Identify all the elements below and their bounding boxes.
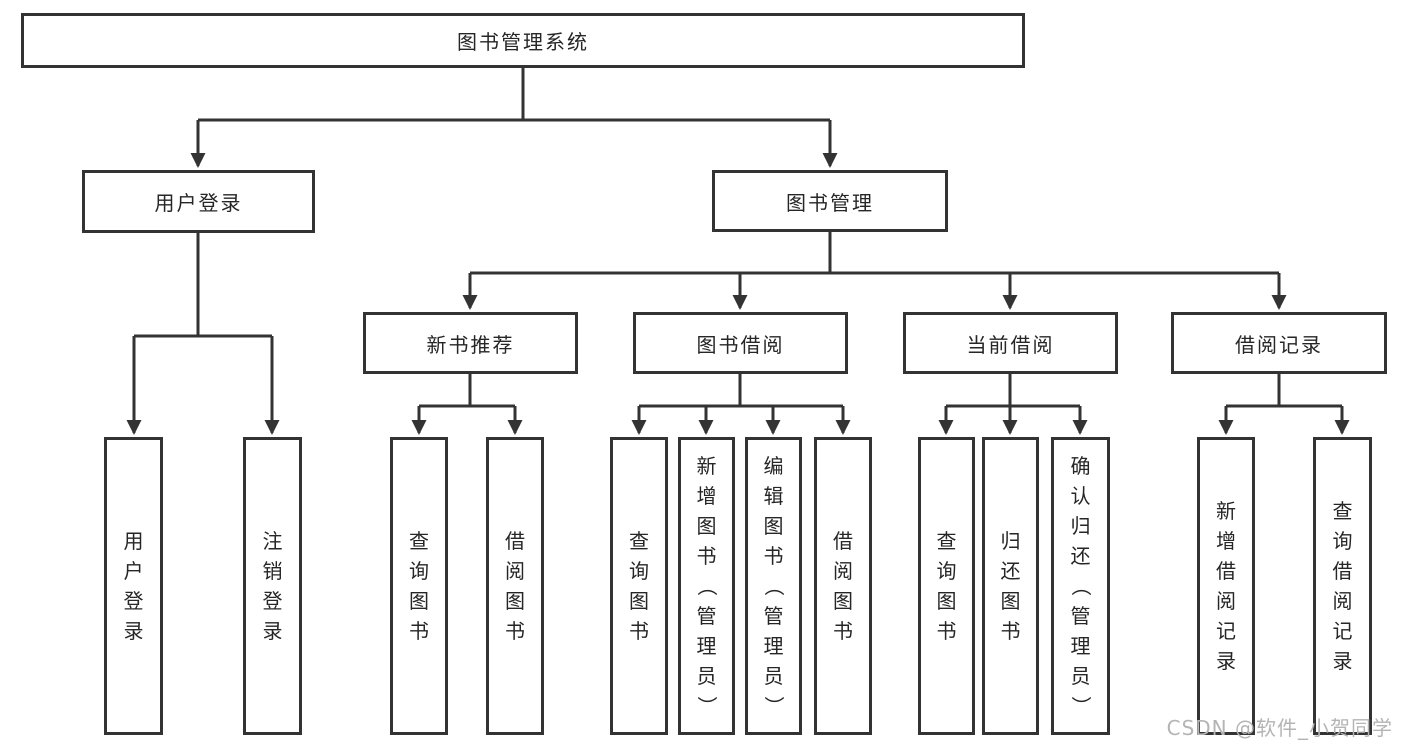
leaf-cb-return-books: 归还图书	[982, 437, 1039, 735]
leaf-user-login-label: 用户登录	[123, 529, 144, 643]
leaf-user-login: 用户登录	[104, 437, 163, 735]
leaf-bb-borrow-books-label: 借阅图书	[833, 529, 853, 643]
node-book-management-label: 图书管理	[786, 190, 874, 215]
node-root-label: 图书管理系统	[457, 30, 589, 54]
leaf-bb-edit-books-admin-label: 编辑图书（管理员）	[761, 454, 786, 716]
leaf-bb-add-books-admin-label: 新增图书（管理员）	[694, 454, 719, 716]
leaf-cb-query-books-label: 查询图书	[936, 529, 957, 643]
node-user-login-group-label: 用户登录	[154, 191, 243, 215]
node-user-login-group: 用户登录	[82, 170, 315, 233]
leaf-br-add-record-label: 新增借阅记录	[1216, 499, 1236, 673]
leaf-br-query-record-label: 查询借阅记录	[1332, 499, 1353, 673]
leaf-logout: 注销登录	[243, 437, 302, 735]
node-current-borrowing: 当前借阅	[903, 312, 1118, 374]
node-current-borrowing-label: 当前借阅	[966, 332, 1055, 357]
leaf-nbr-query-books-label: 查询图书	[409, 529, 429, 643]
leaf-cb-confirm-return-admin: 确认归还（管理员）	[1051, 437, 1110, 735]
node-new-book-recommend-label: 新书推荐	[426, 332, 515, 357]
leaf-nbr-borrow-books: 借阅图书	[486, 437, 544, 735]
node-borrowing-records: 借阅记录	[1171, 312, 1387, 374]
leaf-nbr-query-books: 查询图书	[390, 437, 448, 735]
leaf-nbr-borrow-books-label: 借阅图书	[505, 529, 525, 643]
leaf-logout-label: 注销登录	[262, 529, 283, 643]
node-book-borrowing: 图书借阅	[633, 312, 848, 374]
leaf-cb-query-books: 查询图书	[918, 437, 975, 735]
watermark: CSDN @软件_小贺同学	[1166, 716, 1393, 740]
leaf-bb-query-books: 查询图书	[610, 437, 668, 735]
leaf-bb-query-books-label: 查询图书	[629, 529, 649, 643]
leaf-cb-return-books-label: 归还图书	[1000, 529, 1021, 643]
leaf-bb-edit-books-admin: 编辑图书（管理员）	[745, 437, 802, 735]
node-book-management: 图书管理	[712, 170, 948, 232]
node-borrowing-records-label: 借阅记录	[1235, 332, 1323, 357]
leaf-bb-borrow-books: 借阅图书	[814, 437, 872, 735]
node-book-borrowing-label: 图书借阅	[696, 332, 785, 357]
leaf-br-add-record: 新增借阅记录	[1197, 437, 1255, 735]
node-root: 图书管理系统	[21, 13, 1025, 68]
leaf-bb-add-books-admin: 新增图书（管理员）	[678, 437, 735, 735]
leaf-cb-confirm-return-admin-label: 确认归还（管理员）	[1068, 454, 1093, 716]
node-new-book-recommend: 新书推荐	[363, 312, 578, 374]
leaf-br-query-record: 查询借阅记录	[1313, 437, 1372, 735]
